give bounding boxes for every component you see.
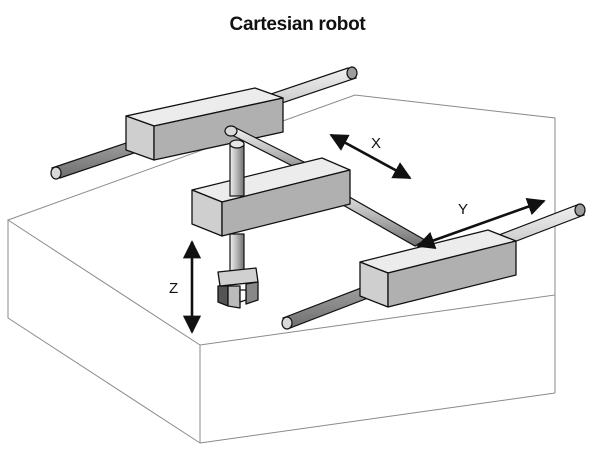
- z-rod-bottom: [229, 233, 245, 275]
- y-carriage-block: [191, 157, 351, 237]
- x-carriage-block: [125, 87, 284, 161]
- z-rod-top: [229, 139, 245, 197]
- z-axis-label: Z: [169, 280, 178, 297]
- work-envelope-box: [6, 94, 556, 444]
- y-axis-label: Y: [458, 201, 468, 218]
- x-axis-arrow: [329, 133, 412, 180]
- diagram-title: Cartesian robot: [229, 14, 366, 35]
- y-axis-arrow: [416, 197, 546, 250]
- y-rail-carriage-block: [359, 229, 517, 308]
- gripper-end-effector: [217, 267, 259, 309]
- x-axis-label: X: [371, 135, 381, 152]
